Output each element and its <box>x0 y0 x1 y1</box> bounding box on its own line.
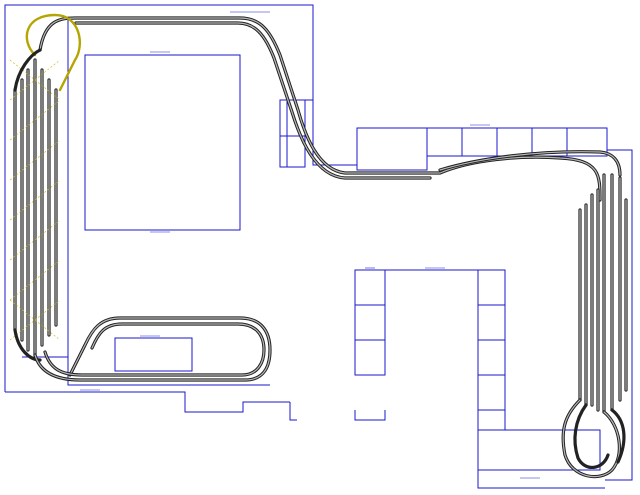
benchwork-outline <box>4 4 633 489</box>
dimension-marks <box>80 4 540 479</box>
mainline-top <box>38 16 602 202</box>
right-staging <box>561 173 628 479</box>
center-room <box>84 54 241 231</box>
reversing-loop <box>561 398 621 479</box>
left-yard <box>9 48 61 362</box>
track-plan <box>9 13 628 479</box>
lower-loop-block <box>114 337 193 372</box>
yellow-loop <box>25 13 82 92</box>
mainline-top-2 <box>74 21 432 180</box>
